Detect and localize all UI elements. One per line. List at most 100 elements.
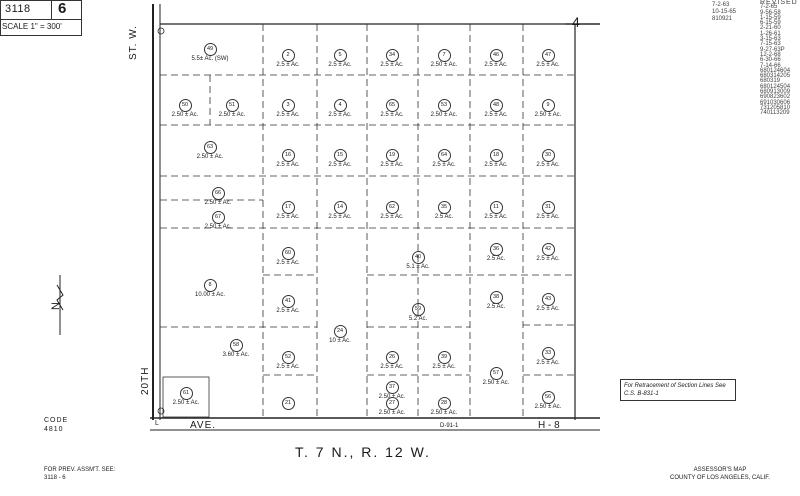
assessor-line-2: COUNTY OF LOS ANGELES, CALIF. <box>670 475 770 481</box>
parcel-acreage: 2.5 ± Ac. <box>484 214 508 220</box>
parcel-acreage: 2.5 ± Ac. <box>380 364 404 370</box>
parcel-number: 53 <box>437 99 451 112</box>
parcel-acreage: 2.50 ± Ac. <box>196 154 224 160</box>
avenue-label: AVE. <box>190 420 217 431</box>
parcel-acreage: 2.5 ± Ac. <box>328 62 352 68</box>
parcel-number: 64 <box>437 149 451 162</box>
parcel-acreage: 10.00 ± Ac. <box>195 292 225 298</box>
parcel-acreage: 3.60 ± Ac. <box>222 352 250 358</box>
parcel-number: 8 <box>203 279 217 292</box>
parcel-number: 14 <box>333 201 347 214</box>
parcel-number: 34 <box>385 49 399 62</box>
parcel-number: 38 <box>489 291 503 304</box>
parcel-acreage: 2.5 ± Ac. <box>276 364 300 370</box>
avenue-letter-text: H <box>538 420 546 431</box>
parcel-number: 42 <box>541 243 555 256</box>
revised-date: 12-2-68 <box>760 51 781 58</box>
parcel-number: 19 <box>385 149 399 162</box>
revised-date: 7-14-66 <box>760 62 781 69</box>
parcel-number: 31 <box>541 201 555 214</box>
revised-date: 3-15-63 <box>760 36 781 43</box>
header-divider <box>51 1 52 19</box>
parcel-acreage: 5.1 ± Ac. <box>406 264 430 270</box>
prev-assessment-block: FOR PREV. ASSM'T. SEE: 3118 - 6 <box>44 466 115 482</box>
parcel-number: 27 <box>385 397 399 410</box>
map-header-box: 3118 6 SCALE 1" = 300' <box>0 0 82 36</box>
parcel-number: 11 <box>489 201 503 214</box>
parcel-number: 21 <box>281 397 295 410</box>
parcel-acreage: 2.5 ± Ac. <box>276 214 300 220</box>
parcel-acreage: 2.50 ± Ac. <box>172 400 200 406</box>
side-date: 7-2-63 <box>712 2 730 8</box>
assessor-line-1: ASSESSOR'S MAP <box>693 467 747 473</box>
book-number: 3118 <box>5 3 31 15</box>
parcel-number: 7 <box>437 49 451 62</box>
parcel-number: 35 <box>437 201 451 214</box>
page-number: 6 <box>58 0 67 17</box>
parcel-number: 15 <box>333 149 347 162</box>
parcel-number: 51 <box>225 99 239 112</box>
parcel-number: 48 <box>489 99 503 112</box>
parcel-number: 59 <box>411 303 425 316</box>
parcel-acreage: 5.5± Ac. (SW) <box>191 56 229 62</box>
parcel-acreage: 2.5 ± Ac. <box>432 162 456 168</box>
township-range-label: T. 7 N., R. 12 W. <box>295 444 431 460</box>
parcel-number: 52 <box>281 351 295 364</box>
parcel-acreage: 2.5 ± Ac. <box>328 214 352 220</box>
parcel-number: 4 <box>333 99 347 112</box>
street-label-st-w: ST. W. <box>128 25 139 60</box>
revised-date: 1-26-61 <box>760 30 781 37</box>
parcel-acreage: 2.5 ± Ac. <box>328 112 352 118</box>
parcel-acreage: 2.5 ± Ac. <box>328 162 352 168</box>
parcel-number: 41 <box>281 295 295 308</box>
parcel-acreage: 2.5 ± Ac. <box>536 360 560 366</box>
parcel-number: 18 <box>489 149 503 162</box>
revised-date: 1-15-59 <box>760 14 781 21</box>
parcel-number: 40 <box>411 251 425 264</box>
parcel-acreage: 2.50 ± Ac. <box>204 200 232 206</box>
parcel-number: 47 <box>541 49 555 62</box>
avenue-letter: H - 8 <box>538 420 560 431</box>
parcel-number: 56 <box>541 391 555 404</box>
parcel-acreage: 2.5 ± Ac. <box>484 62 508 68</box>
section-corner-number: 4 <box>572 14 580 30</box>
parcel-acreage: 2.5 ± Ac. <box>536 62 560 68</box>
parcel-number: 67 <box>211 211 225 224</box>
revised-date: 680319 <box>760 78 781 85</box>
revised-date: 2-21-60 <box>760 25 781 32</box>
parcel-acreage: 2.5 ± Ac. <box>536 214 560 220</box>
revised-date: 9-27-63P <box>760 46 785 53</box>
parcel-acreage: 2.5 ± Ac. <box>484 112 508 118</box>
parcel-acreage: 2.50 ± Ac. <box>171 112 199 118</box>
scale-label: SCALE 1" = 300' <box>2 22 62 31</box>
parcel-number: 37 <box>385 381 399 394</box>
revised-date: 680124604 <box>760 67 791 74</box>
revised-date: 691030606 <box>760 99 791 106</box>
